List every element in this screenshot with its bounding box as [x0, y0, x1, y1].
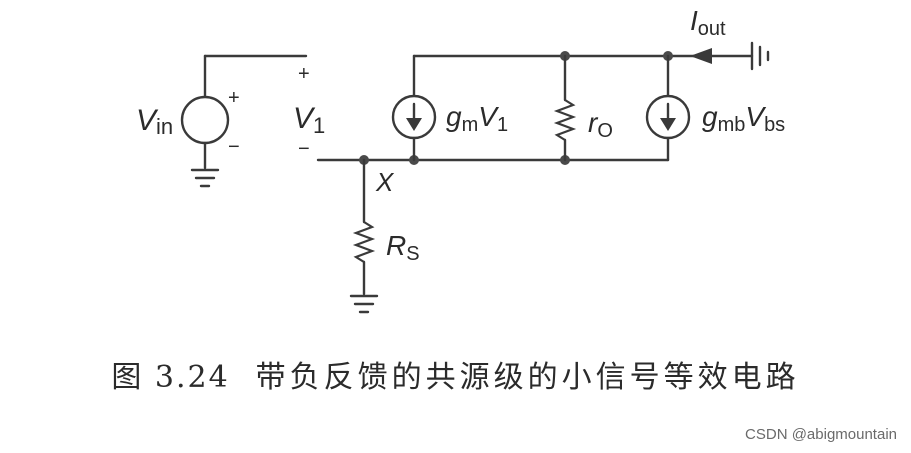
v1-label-sub: 1	[313, 113, 325, 138]
gm-label: g	[446, 101, 462, 132]
gmb-label-sub: mb	[718, 114, 746, 136]
vin-label: V	[136, 104, 159, 137]
v1-minus-sign: −	[298, 138, 310, 160]
vin-source: + − Vin	[136, 54, 308, 188]
rs-label: R	[386, 230, 406, 261]
iout-arrow-left-icon	[690, 48, 712, 64]
watermark: CSDN @abigmountain	[745, 426, 897, 443]
svg-text:Iout: Iout	[690, 5, 726, 40]
svg-text:gmV1: gmV1	[446, 101, 508, 136]
node-x-label: X	[375, 167, 395, 197]
bottom-rail	[316, 155, 670, 165]
v1-label: V	[293, 102, 316, 135]
vin-plus-sign: +	[228, 87, 240, 109]
figure-title: 带负反馈的共源级的小信号等效电路	[255, 360, 800, 395]
ro-label-sub: O	[597, 120, 613, 142]
rs-resistor: RS	[349, 158, 420, 314]
vin-label-sub: in	[156, 114, 173, 139]
svg-text:RS: RS	[386, 230, 420, 265]
ro-label: r	[588, 107, 599, 138]
vin-minus-sign: −	[228, 136, 240, 158]
gmb-v-label: V	[745, 101, 766, 132]
gmb-current-source: gmbVbs	[645, 54, 785, 162]
vin-ground-icon	[190, 168, 220, 188]
ro-resistor: rO	[553, 54, 613, 162]
gmb-arrow-down-icon	[660, 102, 676, 131]
output-ground-icon	[750, 41, 770, 71]
svg-text:rO: rO	[588, 107, 613, 142]
rs-label-sub: S	[406, 243, 419, 265]
figure-caption: 图 3.24 带负反馈的共源级的小信号等效电路	[0, 352, 911, 396]
iout-label: I	[690, 5, 698, 36]
gmb-v-sub: bs	[764, 114, 785, 136]
iout-label-sub: out	[698, 18, 726, 40]
rs-ground-icon	[349, 294, 379, 314]
gm-v-sub: 1	[497, 114, 508, 136]
gmb-label: g	[702, 101, 718, 132]
v1-plus-sign: +	[298, 63, 310, 85]
iout-output: Iout	[690, 5, 770, 71]
gm-arrow-down-icon	[406, 102, 422, 131]
gm-label-sub: m	[462, 114, 479, 136]
gm-current-source: gmV1	[391, 54, 508, 162]
gm-v-label: V	[478, 101, 499, 132]
svg-text:Vin: Vin	[136, 104, 173, 139]
v1-port: + V1 −	[293, 63, 325, 160]
figure-number: 图 3.24	[111, 360, 230, 395]
svg-text:gmbVbs: gmbVbs	[702, 101, 785, 136]
svg-text:V1: V1	[293, 102, 325, 138]
